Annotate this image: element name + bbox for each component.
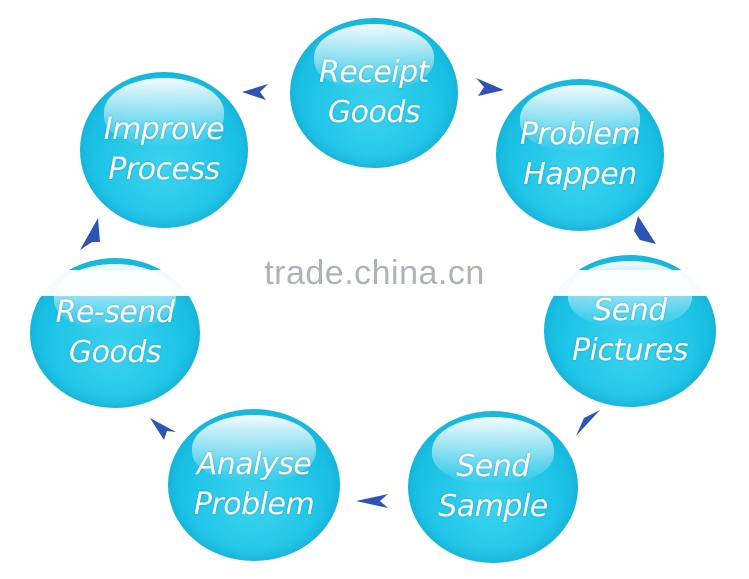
arrow-analyse-to-resend: [150, 418, 176, 440]
node-label: Analyse Problem: [168, 409, 340, 561]
node-label: Problem Happen: [496, 79, 664, 231]
node-label-line: Pictures: [571, 333, 689, 368]
node-label-line: Receipt: [319, 55, 429, 90]
highlight-band-left: [8, 270, 218, 296]
arrow-sample-to-analyse: [356, 494, 388, 508]
arrow-improve-to-receipt: [242, 84, 268, 100]
node-gloss: [431, 417, 555, 484]
highlight-band-right: [540, 270, 749, 296]
node-send-sample: Send Sample: [408, 411, 578, 563]
node-gloss: [519, 85, 641, 152]
node-label-line: Send: [456, 449, 530, 484]
node-gloss: [192, 415, 316, 482]
node-label: Send Pictures: [544, 255, 716, 407]
node-label-line: Goods: [68, 335, 162, 370]
node-label: Receipt Goods: [290, 18, 458, 168]
node-analyse-problem: Analyse Problem: [168, 409, 340, 561]
node-label-line: Problem: [193, 487, 315, 522]
node-label: Re-send Goods: [30, 258, 200, 408]
node-label-line: Process: [108, 152, 220, 187]
node-improve-process: Improve Process: [80, 72, 248, 228]
arrow-resend-to-improve: [80, 218, 100, 250]
node-label-line: Happen: [523, 157, 637, 192]
node-label-line: Send: [593, 293, 667, 328]
node-label: Send Sample: [408, 411, 578, 563]
node-label: Improve Process: [80, 72, 248, 228]
node-receipt-goods: Receipt Goods: [290, 18, 458, 168]
node-label-line: Re-send: [55, 295, 175, 330]
arrow-pictures-to-sample: [576, 410, 600, 436]
arrow-receipt-to-problem: [476, 78, 504, 96]
node-problem-happen: Problem Happen: [496, 79, 664, 231]
watermark-text: trade.china.cn: [264, 254, 485, 292]
node-label-line: Problem: [519, 117, 641, 152]
node-label-line: Sample: [438, 489, 548, 524]
node-label-line: Analyse: [196, 447, 312, 482]
node-gloss: [313, 24, 435, 90]
node-gloss: [103, 78, 225, 147]
node-label-line: Goods: [327, 95, 421, 130]
arrow-problem-to-pictures: [634, 216, 656, 244]
node-label-line: Improve: [103, 112, 225, 147]
